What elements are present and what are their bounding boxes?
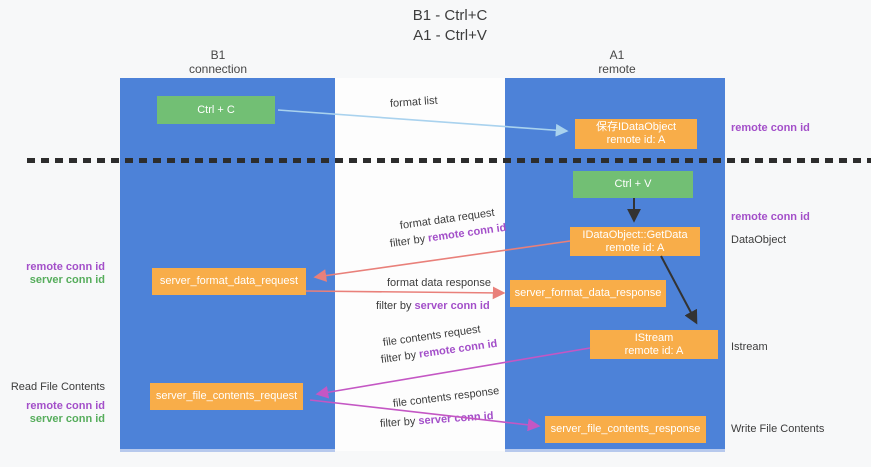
- node-istream-line2: remote id: A: [624, 344, 684, 357]
- left-server-conn-id-label: server conn id: [29, 274, 105, 286]
- column-header-a1: A1 remote: [557, 48, 677, 76]
- left-remote-conn-id-label-2: remote conn id: [26, 400, 105, 412]
- dataobject-label: DataObject: [731, 234, 787, 246]
- node-ctrl-v: Ctrl + V: [573, 171, 693, 198]
- column-a1-role: remote: [598, 62, 636, 76]
- node-idataobject-getdata: IDataObject::GetData remote id: A: [570, 227, 700, 256]
- column-b1-name: B1: [210, 48, 226, 62]
- node-server-file-contents-response-label: server_file_contents_response: [550, 423, 701, 435]
- server-conn-id-text: server conn id: [414, 300, 490, 312]
- istream-label: Istream: [731, 341, 768, 353]
- phase-separator-dashed-line: [27, 158, 871, 163]
- node-save-idataobject-line2: remote id: A: [606, 134, 666, 146]
- node-server-format-data-response: server_format_data_response: [510, 280, 666, 307]
- right-remote-conn-id-label-1: remote conn id: [731, 122, 810, 134]
- left-server-conn-id-label-2: server conn id: [29, 413, 105, 425]
- node-server-format-data-request-label: server_format_data_request: [159, 275, 299, 287]
- node-istream: IStream remote id: A: [590, 330, 718, 359]
- read-file-contents-label: Read File Contents: [10, 381, 105, 393]
- filter-by-text: filter by: [376, 300, 415, 312]
- node-ctrl-c: Ctrl + C: [157, 96, 275, 124]
- title-line-1: B1 - Ctrl+C: [412, 7, 488, 24]
- node-getdata-line2: remote id: A: [605, 241, 665, 254]
- node-getdata-line1: IDataObject::GetData: [582, 228, 688, 241]
- diagram-title: B1 - Ctrl+C A1 - Ctrl+V: [350, 6, 550, 46]
- title-line-2: A1 - Ctrl+V: [413, 27, 487, 44]
- column-b1-role: connection: [188, 62, 248, 76]
- write-file-contents-label: Write File Contents: [731, 423, 825, 435]
- node-istream-line1: IStream: [634, 331, 674, 344]
- left-conn-id-labels-2: remote conn id server conn id: [8, 400, 105, 426]
- node-save-idataobject: 保存IDataObject remote id: A: [575, 119, 697, 149]
- node-server-file-contents-response: server_file_contents_response: [545, 416, 706, 443]
- node-server-file-contents-request: server_file_contents_request: [150, 383, 303, 410]
- node-server-file-contents-request-label: server_file_contents_request: [155, 390, 298, 402]
- edge-label-filter-server-1: filter by server conn id: [376, 300, 490, 312]
- node-server-format-data-response-label: server_format_data_response: [514, 287, 662, 299]
- right-remote-conn-id-label-2: remote conn id: [731, 211, 810, 223]
- left-conn-id-labels: remote conn id server conn id: [8, 261, 105, 287]
- node-save-idataobject-line1: 保存IDataObject: [595, 121, 677, 133]
- node-ctrl-c-label: Ctrl + C: [197, 103, 235, 116]
- column-a1-name: A1: [609, 48, 625, 62]
- node-ctrl-v-label: Ctrl + V: [614, 178, 652, 190]
- node-server-format-data-request: server_format_data_request: [152, 268, 306, 295]
- column-header-b1: B1 connection: [158, 48, 278, 76]
- left-remote-conn-id-label: remote conn id: [26, 261, 105, 273]
- edge-label-format-data-response: format data response: [387, 277, 491, 289]
